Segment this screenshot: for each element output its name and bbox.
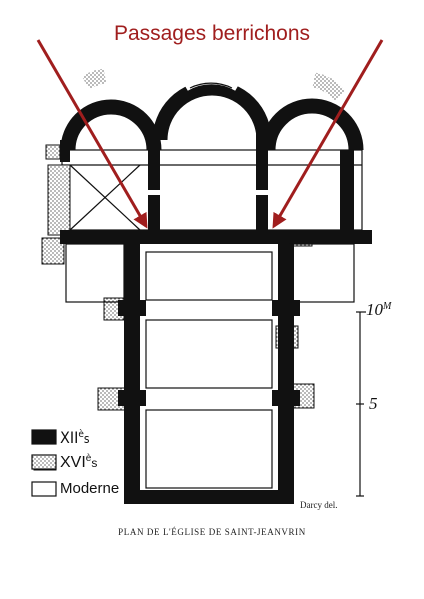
- transept: [61, 149, 363, 231]
- apse-right: [260, 72, 364, 151]
- legend-label-moderne: Moderne: [60, 480, 120, 497]
- arrow-right: [272, 39, 384, 229]
- annotation-arrows: [36, 39, 384, 229]
- annotation-title: Passages berrichons: [113, 22, 311, 45]
- legend-label-xvi: XVIès: [60, 453, 98, 471]
- legend-label-xii: XIIès: [60, 428, 90, 447]
- legend-swatch-xvi: [31, 454, 57, 470]
- apse-center: [152, 73, 272, 141]
- transept-piers: [60, 130, 354, 235]
- arrow-left: [36, 39, 148, 229]
- legend-swatch-xii: [31, 429, 57, 445]
- modern-side-chapels: [65, 243, 355, 303]
- legend-swatch-modern: [31, 481, 57, 497]
- draughtsman-signature: Darcy del.: [300, 500, 338, 510]
- plan-caption: PLAN DE L'ÉGLISE DE SAINT-JEANVRIN: [118, 527, 306, 537]
- nave-walls: [118, 244, 300, 504]
- nave-bays: [145, 251, 273, 489]
- legend-swatches: [31, 429, 57, 497]
- scale-label-10: 10M: [366, 300, 392, 319]
- cross-wall: [60, 230, 372, 244]
- scale-label-5: 5: [369, 394, 378, 413]
- scale-bar: [356, 311, 366, 497]
